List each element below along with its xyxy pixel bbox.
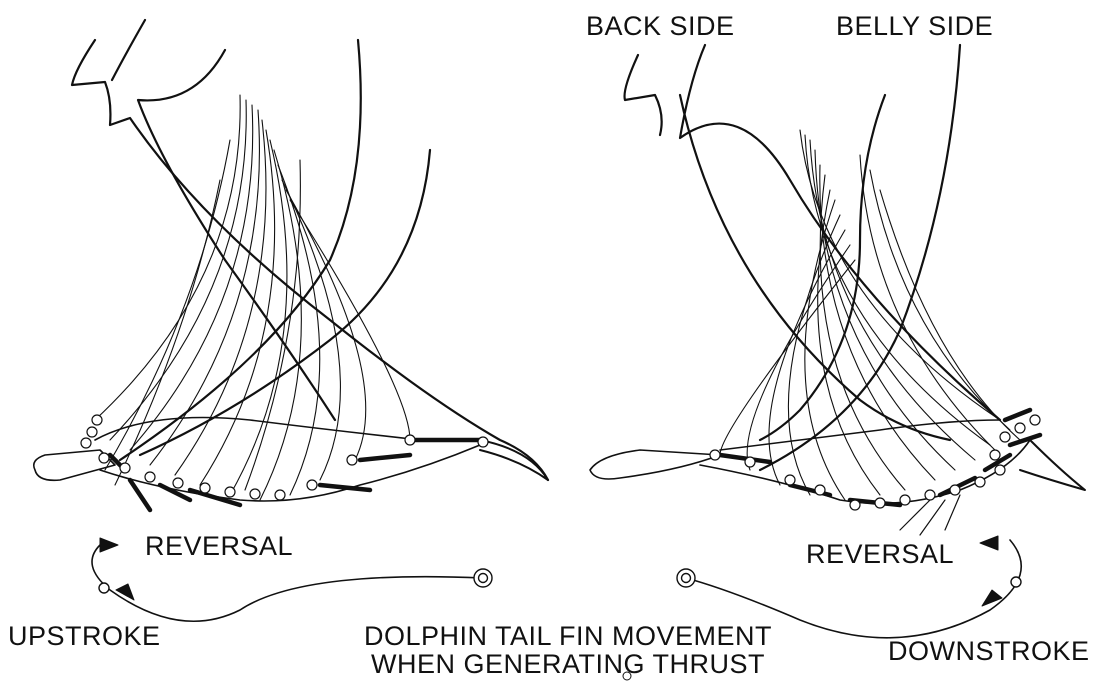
reversal-arrow-left bbox=[100, 538, 118, 552]
body-outline bbox=[625, 55, 662, 135]
upstroke-midpoint-marker bbox=[99, 583, 109, 593]
body-outline bbox=[760, 95, 885, 440]
back-side-label: BACK SIDE bbox=[586, 13, 735, 40]
reversal-label-right: REVERSAL bbox=[806, 541, 954, 568]
diagram-title-line1: DOLPHIN TAIL FIN MOVEMENT bbox=[318, 623, 818, 650]
downstroke-midpoint-marker bbox=[1011, 577, 1021, 587]
upstroke-arrow bbox=[116, 584, 134, 600]
upstroke-label: UPSTROKE bbox=[8, 623, 161, 650]
upstroke-start-marker-inner bbox=[479, 574, 488, 583]
reversal-label-left: REVERSAL bbox=[145, 533, 293, 560]
body-outline bbox=[112, 20, 145, 80]
diagram-title-line2: WHEN GENERATING THRUST bbox=[318, 651, 818, 678]
downstroke-start-marker-inner bbox=[682, 574, 691, 583]
body-outline bbox=[138, 50, 335, 420]
reversal-arrow-right bbox=[980, 536, 998, 550]
downstroke-label: DOWNSTROKE bbox=[888, 638, 1090, 665]
position-markers bbox=[81, 415, 488, 500]
body-outline bbox=[140, 150, 430, 455]
body-outline bbox=[680, 95, 950, 440]
belly-side-label: BELLY SIDE bbox=[836, 13, 993, 40]
fin-tip bbox=[1020, 440, 1085, 490]
body-outline bbox=[72, 40, 548, 480]
